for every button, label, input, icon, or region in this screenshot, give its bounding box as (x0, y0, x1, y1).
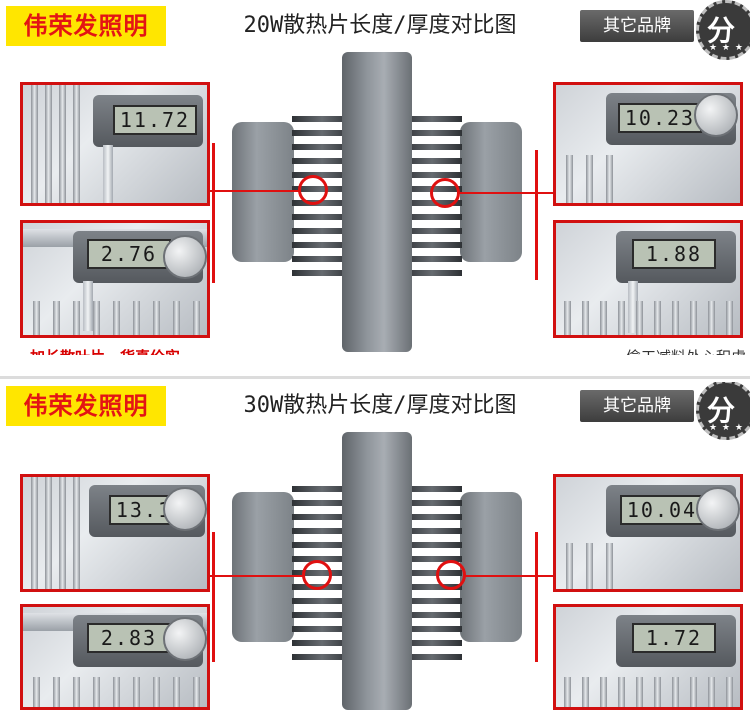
caliper-reading: 2.83 (87, 623, 171, 653)
caliper-jaw (628, 281, 638, 333)
comparison-20w: 伟荣发照明 20W散热片长度/厚度对比图 其它品牌 分 ★ ★ ★ 11.72 … (6, 0, 750, 355)
caliper-reading: 1.72 (632, 623, 716, 653)
section-title: 30W散热片长度/厚度对比图 (243, 393, 517, 418)
leader-line (464, 575, 553, 577)
other-brand-label: 其它品牌 (580, 390, 694, 422)
leader-line (210, 575, 304, 577)
heatsink-fins-icon (23, 301, 207, 335)
photo-left-thickness: 2.76 (20, 220, 210, 338)
caption-right: 偷工减料处心积虑 (576, 346, 746, 355)
seal-stars: ★ ★ ★ (709, 43, 744, 53)
photo-left-length: 13.14 (20, 474, 210, 592)
brand-label: 伟荣发照明 (6, 386, 166, 426)
photo-right-thickness: 1.88 (553, 220, 743, 338)
photo-right-length: 10.04 (553, 474, 743, 592)
highlight-circle (436, 560, 466, 590)
highlight-circle (302, 560, 332, 590)
caliper-reading: 10.23 (618, 103, 702, 133)
photo-left-thickness: 2.83 (20, 604, 210, 710)
leader-line (535, 532, 538, 662)
leader-line (535, 150, 538, 280)
leader-line (212, 143, 215, 283)
caliper-jaw (83, 281, 93, 331)
caliper-reading: 2.76 (87, 239, 171, 269)
other-brand-label: 其它品牌 (580, 10, 694, 42)
caliper-dial-icon (163, 487, 207, 531)
caption-left: 加长散叶片，货真价实 (30, 346, 230, 355)
leader-line (212, 532, 215, 662)
caliper-dial-icon (694, 93, 738, 137)
comparison-30w: 伟荣发照明 30W散热片长度/厚度对比图 其它品牌 分 ★ ★ ★ 13.14 … (0, 382, 750, 710)
seal-char: 分 (707, 14, 736, 47)
heatsink-fins-icon (556, 155, 740, 203)
caliper-reading: 10.04 (620, 495, 704, 525)
seal-stars: ★ ★ ★ (709, 423, 744, 433)
caliper-reading: 1.88 (632, 239, 716, 269)
caliper-dial-icon (163, 235, 207, 279)
lamp-heatsink-icon (232, 432, 522, 710)
seal-badge-icon: 分 ★ ★ ★ (696, 382, 750, 440)
seal-char: 分 (707, 394, 736, 427)
highlight-circle (298, 175, 328, 205)
photo-right-length: 10.23 (553, 82, 743, 206)
caliper-jaw (103, 145, 113, 203)
heatsink-fins-icon (556, 301, 740, 335)
leader-line (458, 192, 553, 194)
heatsink-fins-icon (23, 477, 83, 589)
seal-badge-icon: 分 ★ ★ ★ (696, 0, 750, 60)
heatsink-fins-icon (556, 543, 740, 589)
section-title: 20W散热片长度/厚度对比图 (243, 13, 517, 38)
caliper-reading: 11.72 (113, 105, 197, 135)
heatsink-fins-icon (23, 85, 83, 203)
highlight-circle (430, 178, 460, 208)
brand-label: 伟荣发照明 (6, 6, 166, 46)
heatsink-fins-icon (23, 677, 207, 707)
photo-right-thickness: 1.72 (553, 604, 743, 710)
photo-left-length: 11.72 (20, 82, 210, 206)
caliper-dial-icon (696, 487, 740, 531)
lamp-heatsink-icon (232, 52, 522, 352)
divider (0, 376, 750, 379)
leader-line (210, 190, 300, 192)
heatsink-fins-icon (556, 677, 740, 707)
caliper-dial-icon (163, 617, 207, 661)
